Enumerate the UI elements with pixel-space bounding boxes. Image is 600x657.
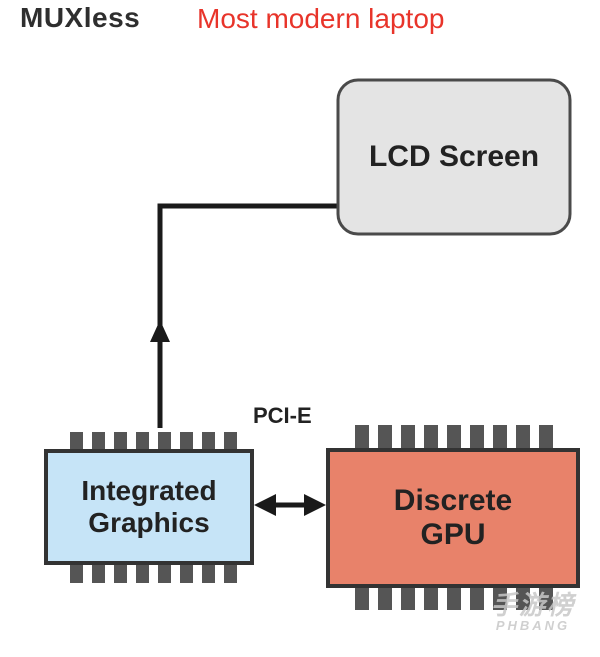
display-connector-line: [157, 203, 338, 428]
integrated-graphics-pin: [180, 563, 193, 583]
integrated-graphics-chip: [44, 449, 254, 565]
diagram-title-description: Most modern laptop: [197, 3, 445, 34]
discrete-gpu-pin: [516, 425, 530, 452]
integrated-graphics-pin: [136, 563, 149, 583]
watermark-sub-text: PHBANG: [495, 618, 571, 633]
integrated-graphics-pin: [70, 432, 83, 453]
integrated-graphics-pin: [224, 563, 237, 583]
integrated-graphics-pin: [224, 432, 237, 453]
pcie-arrow-right: [304, 494, 326, 516]
integrated-graphics-pin: [180, 432, 193, 453]
integrated-graphics-pins-top: [70, 432, 237, 453]
integrated-graphics-label: Integrated Graphics: [81, 474, 217, 538]
discrete-gpu-pin: [470, 425, 484, 452]
discrete-gpu-pins-bottom: [355, 586, 553, 610]
discrete-gpu-pin: [447, 425, 461, 452]
discrete-gpu-pin: [378, 425, 392, 452]
pcie-arrow-left: [254, 494, 276, 516]
integrated-graphics-pin: [136, 432, 149, 453]
watermark-logo: 手游榜 PHBANG: [478, 585, 588, 633]
discrete-gpu-pin: [355, 586, 369, 610]
lcd-screen-label: LCD Screen: [368, 139, 540, 173]
discrete-gpu-pin: [424, 586, 438, 610]
lcd-screen-box: [336, 78, 572, 236]
pcie-label: PCI-E: [253, 403, 312, 428]
integrated-graphics-pin: [92, 563, 105, 583]
integrated-graphics-pin: [158, 563, 171, 583]
discrete-gpu-pin: [470, 586, 484, 610]
integrated-graphics-pin: [70, 563, 83, 583]
discrete-gpu-pin: [493, 586, 507, 610]
integrated-graphics-pin: [92, 432, 105, 453]
integrated-graphics-pins-bottom: [70, 563, 237, 583]
discrete-gpu-pin: [401, 425, 415, 452]
discrete-gpu-pin: [539, 425, 553, 452]
discrete-gpu-pin: [539, 586, 553, 610]
discrete-gpu-label: Discrete GPU: [393, 483, 513, 552]
discrete-gpu-pins-top: [355, 425, 553, 452]
watermark-main-text: 手游榜: [490, 590, 575, 620]
integrated-graphics-pin: [202, 432, 215, 453]
discrete-gpu-pin: [493, 425, 507, 452]
display-connector-arrow: [150, 320, 170, 342]
discrete-gpu-chip: [326, 448, 580, 588]
discrete-gpu-pin: [447, 586, 461, 610]
diagram-title-mode: MUXless: [20, 2, 141, 33]
discrete-gpu-pin: [401, 586, 415, 610]
integrated-graphics-pin: [158, 432, 171, 453]
discrete-gpu-pin: [516, 586, 530, 610]
integrated-graphics-pin: [114, 563, 127, 583]
discrete-gpu-pin: [424, 425, 438, 452]
discrete-gpu-pin: [355, 425, 369, 452]
discrete-gpu-pin: [378, 586, 392, 610]
integrated-graphics-pin: [114, 432, 127, 453]
integrated-graphics-pin: [202, 563, 215, 583]
